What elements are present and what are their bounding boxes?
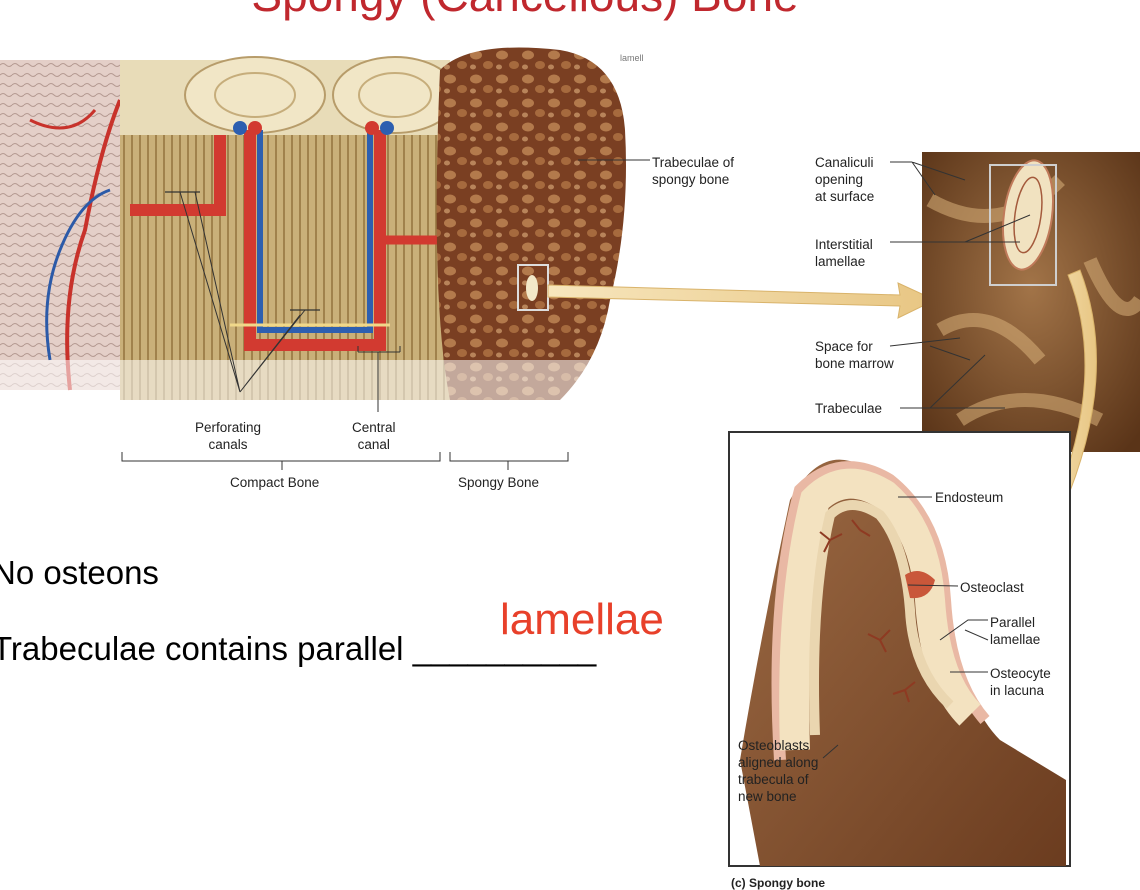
answer-lamellae: lamellae — [500, 595, 664, 644]
space-for-bone-marrow-label: Space for bone marrow — [815, 339, 894, 371]
canaliculi-label: Canaliculi opening at surface — [815, 155, 875, 204]
bullet-no-osteons: No osteons — [0, 554, 159, 591]
central-canal-label: Central canal — [352, 420, 396, 452]
osteoclast-label: Osteoclast — [960, 580, 1024, 595]
perforating-canals-label: Perforating canals — [195, 420, 262, 452]
osteocyte-in-lacuna-label: Osteocyte in lacuna — [990, 666, 1051, 698]
fill-in-blank: __________ — [412, 630, 597, 667]
interstitial-lamellae-label: Interstitial lamellae — [815, 237, 873, 269]
lamellae-fragment-label: lamell — [620, 53, 644, 63]
parallel-lamellae-label: Parallel lamellae — [990, 615, 1041, 647]
compact-bone-label: Compact Bone — [230, 475, 320, 490]
figure-caption: (c) Spongy bone — [731, 876, 825, 890]
trabeculae-label: Trabeculae — [815, 401, 883, 416]
trabeculae-of-spongy-bone-label: Trabeculae of spongy bone — [652, 155, 735, 187]
bullet-trabeculae: Trabeculae contains parallel __________ — [0, 630, 596, 668]
endosteum-label: Endosteum — [935, 490, 1004, 505]
bullet-trabeculae-text: Trabeculae contains parallel — [0, 630, 404, 667]
osteoblasts-label: Osteoblasts aligned along trabecula of n… — [738, 738, 819, 804]
spongy-bone-label: Spongy Bone — [458, 475, 540, 490]
slide-title: Spongy (Cancellous) Bone — [0, 0, 1050, 22]
